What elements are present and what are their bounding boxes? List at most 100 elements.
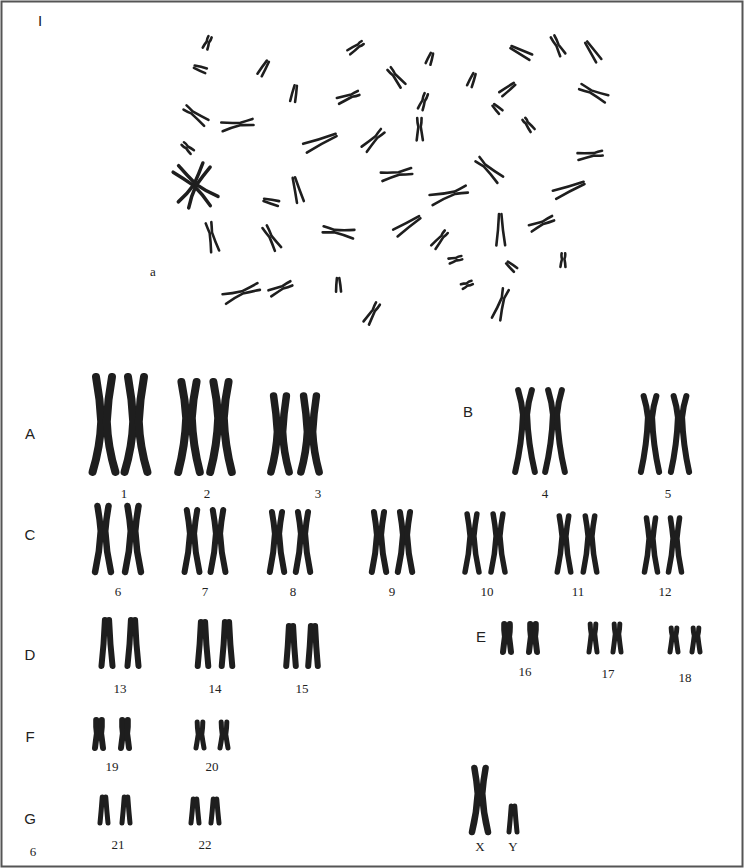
chromosome [645, 518, 658, 572]
chromatid [101, 620, 104, 666]
spread-chromosome [181, 142, 194, 154]
chromosome [522, 117, 535, 132]
chromosome [93, 377, 116, 472]
chromatid [557, 390, 565, 472]
chromatid [512, 44, 533, 56]
spread-chromosome [499, 82, 516, 96]
chromosome [503, 624, 511, 652]
chromosome [121, 720, 129, 748]
chromosome [205, 222, 220, 252]
chromatid [313, 396, 319, 472]
metaphase-spread [172, 35, 608, 325]
chromatid [669, 518, 674, 572]
chromatid [372, 512, 377, 572]
chromatid [206, 37, 212, 49]
chromosome [426, 52, 435, 64]
chromosome [472, 768, 488, 832]
chromosome [308, 626, 318, 666]
chromosome [560, 253, 565, 267]
chromatid [525, 117, 535, 129]
chromosome [95, 506, 111, 572]
chromatid [122, 797, 124, 823]
chromosome [475, 156, 503, 183]
spread-chromosome [303, 131, 338, 153]
chromosome-number: 1 [121, 487, 128, 500]
spread-chromosome [418, 93, 429, 110]
chromosome-number: 2 [204, 487, 211, 500]
chromatid [509, 624, 511, 652]
chromatid [210, 382, 218, 472]
karyogram [93, 377, 700, 832]
chromatid [135, 506, 141, 572]
spread-chromosome [336, 278, 341, 292]
chromatid [365, 132, 385, 152]
chromosome [290, 177, 303, 203]
spread-chromosome [290, 177, 303, 203]
chromatid [350, 44, 365, 55]
chromatid [554, 35, 566, 54]
chromatid [186, 104, 209, 121]
chromosome-number: 10 [481, 585, 494, 598]
chromosome [268, 280, 292, 296]
chromatid [578, 154, 603, 160]
chromatid [107, 377, 116, 472]
spread-chromosome [529, 215, 555, 232]
chromatid [564, 253, 566, 267]
group-letter: B [463, 404, 473, 419]
chromosome [545, 390, 565, 472]
chromosome [223, 282, 261, 304]
chromosome-number: 3 [315, 487, 322, 500]
chromosome [372, 512, 386, 572]
chromatid [587, 40, 601, 60]
chromosome-number: 11 [572, 585, 585, 598]
chromosome [641, 396, 659, 472]
chromosome [505, 261, 517, 272]
chromatid [127, 620, 130, 666]
chromatid [462, 284, 473, 289]
chromosome-number: 6 [115, 585, 122, 598]
chromatid [692, 628, 694, 652]
chromatid [322, 231, 353, 239]
chromatid [224, 382, 232, 472]
chromosome-number: 6 [30, 845, 37, 858]
chromosome-number: 8 [290, 585, 297, 598]
chromatid [390, 67, 405, 85]
chromosome-number: 22 [199, 838, 212, 851]
chromatid [421, 94, 428, 110]
chromosome [198, 622, 209, 666]
chromatid [652, 396, 659, 472]
chromatid [509, 806, 511, 832]
chromatid [270, 284, 292, 296]
spread-chromosome [584, 40, 602, 62]
chromatid [127, 720, 129, 748]
chromosome [465, 514, 479, 572]
chromatid [555, 184, 586, 199]
chromosome [301, 396, 319, 472]
chromosome [221, 118, 253, 132]
chromatid [305, 512, 310, 572]
chromatid [283, 396, 289, 472]
chromatid [106, 797, 108, 823]
chromatid [531, 219, 555, 231]
chromatid [496, 214, 500, 245]
spread-chromosome [322, 225, 354, 238]
chromosome [122, 797, 130, 823]
spread-chromosome [426, 52, 435, 64]
spread-chromosome [496, 214, 505, 246]
chromatid [139, 377, 148, 472]
chromatid [121, 720, 123, 748]
spread-chromosome [431, 230, 448, 249]
chromosome-number: Y [508, 840, 517, 853]
chromatid [641, 396, 648, 472]
chromosome [263, 197, 279, 206]
chromatid [471, 74, 477, 87]
chromosome [211, 510, 226, 572]
chromatid [225, 288, 261, 304]
chromosome [183, 104, 209, 125]
chromosome [670, 628, 678, 652]
chromatid [211, 799, 213, 823]
chromatid [434, 233, 448, 249]
chromatid [535, 624, 537, 652]
chromatid [185, 166, 212, 208]
chromatid [502, 85, 516, 96]
